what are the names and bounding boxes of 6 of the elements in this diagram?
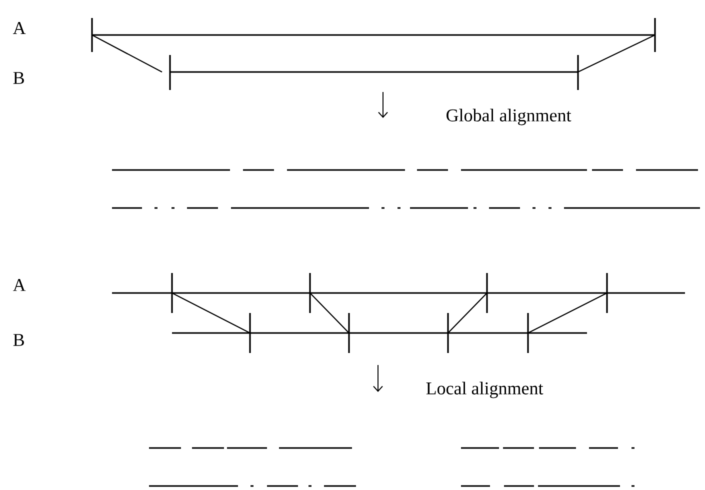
sequence-name: B xyxy=(13,72,24,84)
sequence-name: A xyxy=(12,22,26,34)
sequence-name: B xyxy=(13,334,24,346)
step-label: Global alignment xyxy=(446,108,572,126)
step-label: Local alignment xyxy=(426,382,544,398)
sequence-name: A xyxy=(12,279,26,291)
